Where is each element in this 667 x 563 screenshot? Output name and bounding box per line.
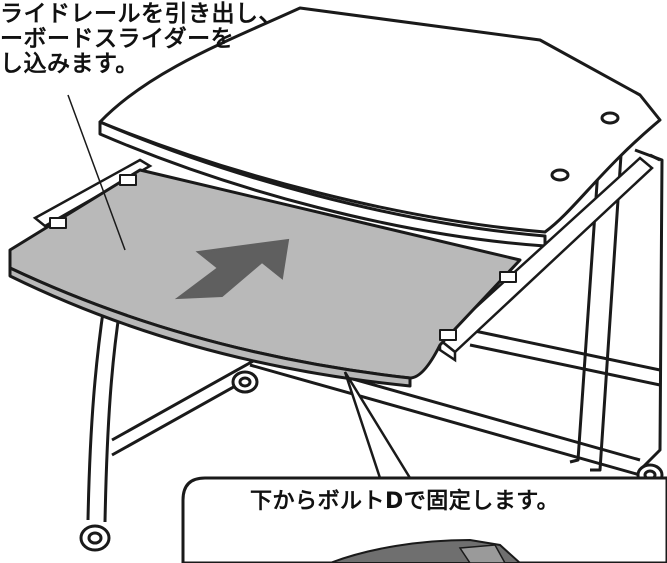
top-instruction-text: ライドレールを引き出し、 ーボードスライダーを し込みます。 bbox=[0, 1, 282, 77]
desk-top bbox=[98, 6, 662, 248]
leader-line bbox=[67, 94, 126, 251]
bolt-pointer bbox=[343, 371, 413, 480]
push-in-arrow-icon bbox=[174, 238, 290, 300]
keyboard-slider bbox=[8, 168, 522, 388]
desk-frame bbox=[79, 127, 664, 552]
leader-line-top bbox=[317, 9, 541, 41]
bottom-instruction-text: 下からボルトDで固定します。 bbox=[250, 489, 560, 514]
detail-callout-box bbox=[181, 476, 667, 563]
